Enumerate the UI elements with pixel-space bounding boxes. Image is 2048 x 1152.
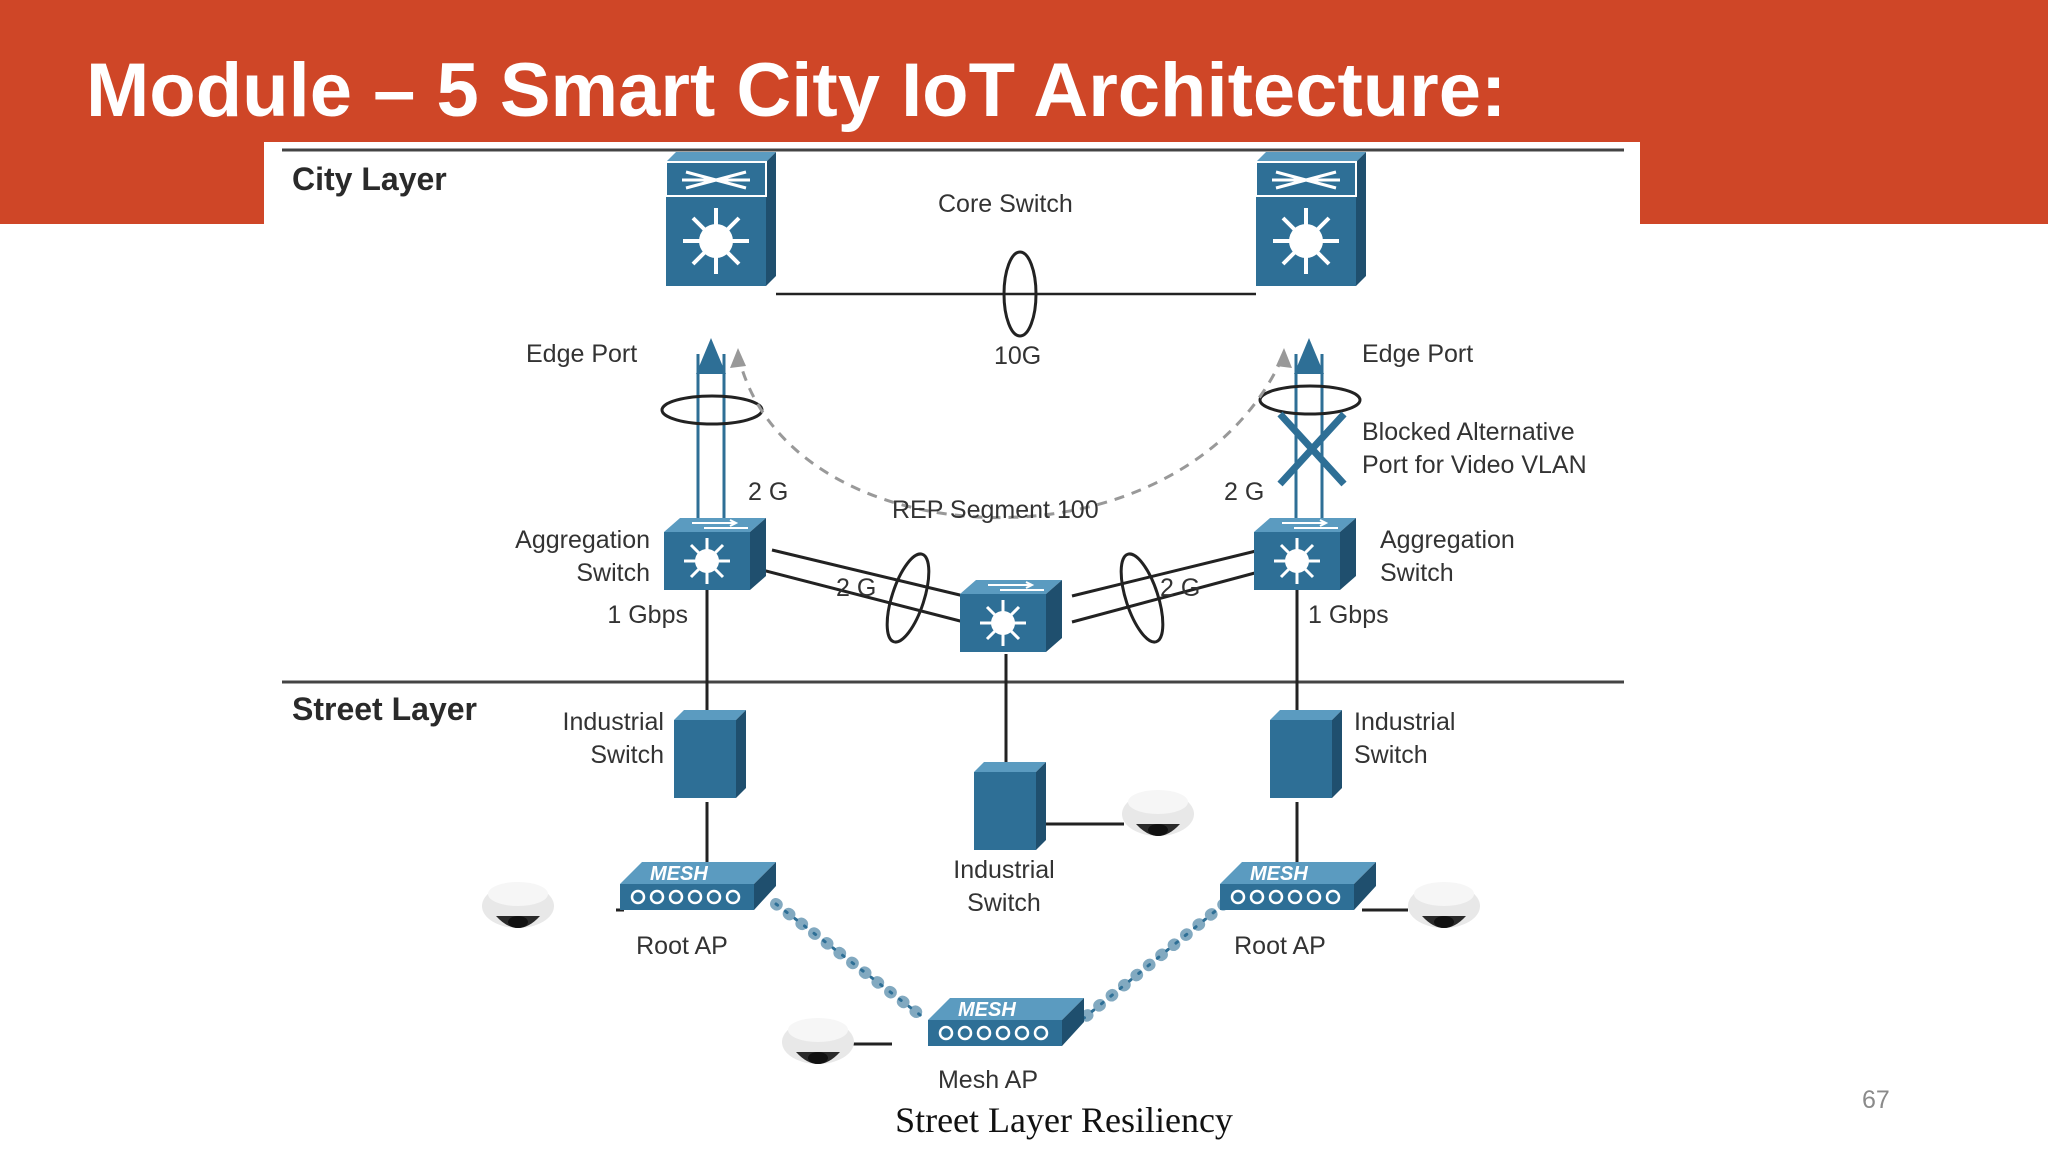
industrial-switch-right-icon [1270,710,1342,798]
uplink-right-label: 2 G [1224,478,1264,506]
uplink-left-label: 2 G [748,478,788,506]
industrial-left-label-2: Switch [590,741,664,769]
slide-title: Module – 5 Smart City IoT Architecture: [86,48,1507,133]
dome-camera-left-icon [482,882,554,928]
rep-arrow-left-icon [730,348,746,368]
edge-port-left-label: Edge Port [526,340,637,368]
ring-link-right-a [1071,548,1261,598]
ring-left-label: 2 G [836,574,876,602]
network-diagram: MESH MESH MESH City Layer Street Layer C… [264,142,1640,1152]
industrial-left-label-1: Industrial [563,708,664,736]
street-layer-label: Street Layer [292,691,477,727]
dome-camera-center-icon [1122,790,1194,836]
gbps-right-label: 1 Gbps [1308,601,1389,629]
mesh-badge-right: MESH [1250,863,1308,885]
arrow-up-left-icon [696,338,726,374]
ring-right-label: 2 G [1160,574,1200,602]
core-switch-left-icon [664,150,778,288]
root-ap-left-label: Root AP [636,932,728,960]
diagram-caption: Street Layer Resiliency [895,1100,1233,1140]
wireless-link-left-coils [770,898,930,1024]
link-10g-label: 10G [994,342,1041,370]
agg-right-label-2: Switch [1380,559,1454,587]
etherchannel-ring-right-icon [1119,552,1165,644]
ring-link-right-b [1071,568,1267,624]
mesh-ap-label: Mesh AP [938,1066,1038,1094]
industrial-center-label-1: Industrial [953,856,1054,884]
arrow-up-right-icon [1294,338,1324,374]
blocked-port-label-2: Port for Video VLAN [1362,451,1587,479]
root-ap-right-label: Root AP [1234,932,1326,960]
rep-segment-arc [736,353,1286,519]
dome-camera-mesh-icon [782,1018,854,1064]
ring-link-left-a [771,548,965,598]
industrial-switch-center-icon [974,762,1046,850]
aggregation-switch-left-icon [662,516,768,592]
rep-arrow-right-icon [1276,348,1292,368]
aggregation-switch-center-icon [958,578,1064,654]
ring-link-left-b [761,568,965,624]
etherchannel-right-icon [1258,384,1362,416]
agg-left-label-1: Aggregation [515,526,650,554]
etherchannel-ring-left-icon [885,552,931,644]
industrial-right-label-1: Industrial [1354,708,1455,736]
edge-port-right-label: Edge Port [1362,340,1473,368]
dome-camera-right-icon [1408,882,1480,928]
industrial-switch-left-icon [674,710,746,798]
aggregation-switch-right-icon [1252,516,1358,592]
blocked-port-x-icon [1277,411,1347,487]
city-layer-label: City Layer [292,161,447,197]
mesh-badge-left: MESH [650,863,708,885]
rep-segment-label: REP Segment 100 [892,496,1099,524]
core-switch-label: Core Switch [938,190,1073,218]
mesh-badge-center: MESH [958,999,1016,1021]
etherchannel-left-icon [660,394,764,426]
etherchannel-10g-icon [1002,250,1038,338]
gbps-left-label: 1 Gbps [607,601,688,629]
wireless-link-right-coils [1078,898,1230,1024]
blocked-port-label-1: Blocked Alternative [1362,418,1575,446]
industrial-center-label-2: Switch [967,889,1041,917]
agg-left-label-2: Switch [576,559,650,587]
page-number: 67 [1862,1086,1890,1114]
agg-right-label-1: Aggregation [1380,526,1515,554]
industrial-right-label-2: Switch [1354,741,1428,769]
core-switch-right-icon [1254,150,1368,288]
